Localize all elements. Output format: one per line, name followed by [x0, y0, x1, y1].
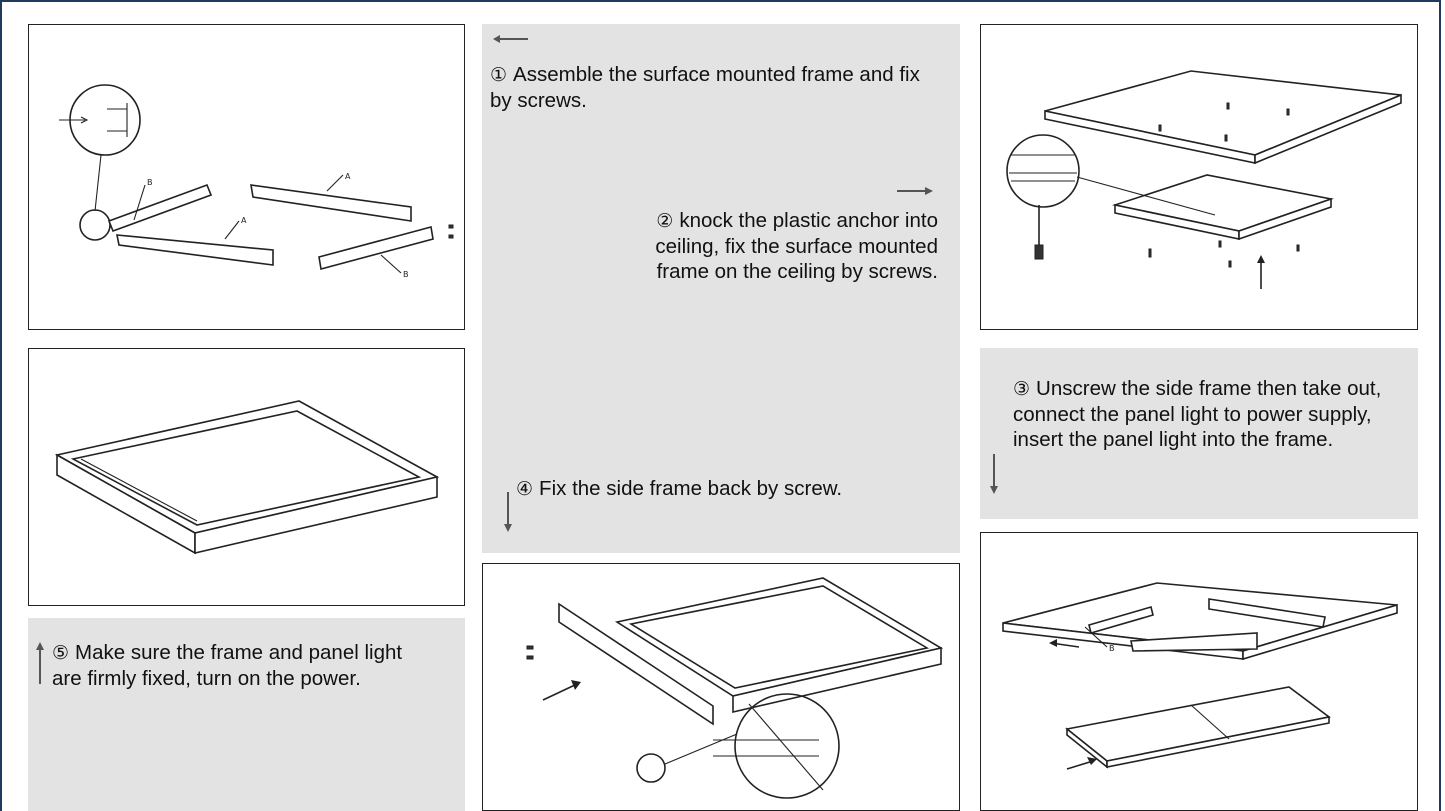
- figure-insert-panel-light: B: [980, 532, 1418, 811]
- assembled-frame-drawing: [54, 400, 440, 555]
- arrow-down-icon: [504, 492, 512, 532]
- step-4-number: ④: [516, 478, 534, 500]
- part-label-b-3: B: [1109, 644, 1115, 653]
- arrow-down-icon-2: [990, 454, 998, 494]
- step-5-number: ⑤: [52, 642, 70, 664]
- ceiling-mount-drawing: [1006, 70, 1402, 289]
- frame-assembly-drawing: B A A B: [59, 84, 454, 279]
- step-3-number: ③: [1013, 378, 1031, 400]
- part-label-b-2: B: [403, 270, 409, 279]
- arrow-left-icon: [493, 35, 528, 43]
- step-2-number: ②: [656, 210, 674, 232]
- arrow-up-icon: [36, 642, 44, 684]
- instruction-box-step-3: [980, 348, 1418, 519]
- figure-frame-assembly: B A A B: [28, 24, 465, 330]
- figure-assembled-frame: [28, 348, 465, 606]
- side-frame-fix-drawing: [526, 577, 944, 799]
- instruction-box-step-5: [28, 618, 465, 811]
- instruction-box-top: [482, 24, 960, 553]
- part-label-a-2: A: [241, 216, 247, 225]
- step-4-description: Fix the side frame back by screw.: [539, 477, 843, 500]
- step-1-number: ①: [490, 64, 508, 86]
- step-5-description: Make sure the frame and panel light are …: [52, 641, 403, 690]
- arrow-right-icon: [897, 187, 933, 195]
- step-2-description: knock the plastic anchor into ceiling, f…: [655, 209, 938, 283]
- figure-side-frame-fix: [482, 563, 960, 811]
- figure-ceiling-mount: [980, 24, 1418, 330]
- part-label-a: A: [345, 172, 351, 181]
- step-3-description: Unscrew the side frame then take out, co…: [1013, 377, 1382, 451]
- step-1-description: Assemble the surface mounted frame and f…: [490, 63, 920, 112]
- insert-panel-light-drawing: B: [1002, 582, 1398, 770]
- part-label-b: B: [147, 178, 153, 187]
